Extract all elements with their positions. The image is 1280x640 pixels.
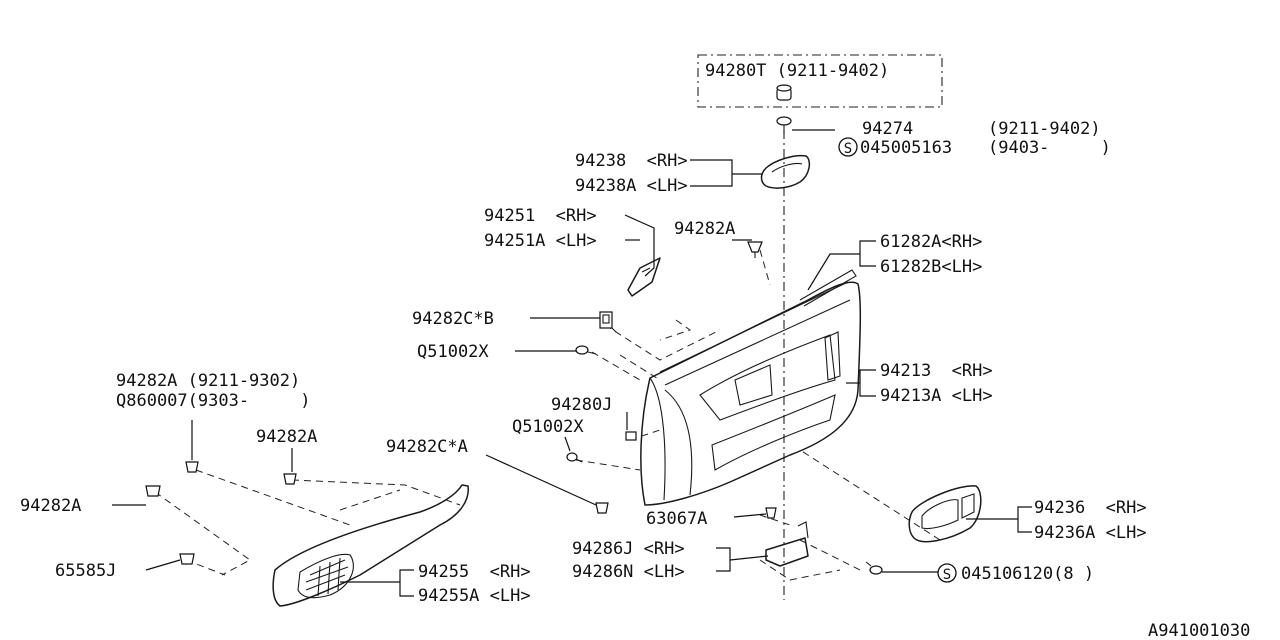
label-045106120: 045106120(8 ): [961, 564, 1094, 584]
clip-94282a-upper-icon: [747, 241, 763, 258]
part-94280t-box: [697, 54, 943, 108]
clip-94282cb-icon: [599, 311, 617, 333]
clip-94282ca-icon: [595, 502, 609, 514]
clip-94282a-left-b-icon: [283, 473, 297, 485]
label-q860007: Q860007(9303- ): [116, 391, 310, 411]
clip-94282a-left-c-icon: [145, 485, 161, 497]
label-94213a: 94213A <LH>: [880, 386, 993, 406]
label-94282a-top: 94282A: [674, 219, 735, 239]
svg-text:S: S: [943, 567, 951, 583]
label-94251: 94251 <RH>: [484, 206, 597, 226]
svg-text:S: S: [844, 141, 852, 157]
screw-045106120-icon: [865, 561, 883, 575]
label-94282cb: 94282C*B: [412, 309, 494, 329]
bezel-94236-icon: [908, 485, 982, 543]
label-94282a-left-date: 94282A (9211-9302): [116, 371, 300, 391]
label-q51002x-upper: Q51002X: [417, 342, 489, 362]
label-94255a: 94255A <LH>: [418, 586, 531, 606]
part-labels: 94280T (9211-9402) 94274 (9211-9402) 045…: [20, 61, 1250, 640]
label-61282a: 61282A<RH>: [880, 232, 982, 252]
clip-65585j-icon: [179, 553, 195, 565]
screw-q51002x-lower-icon: [566, 452, 583, 463]
label-94286j: 94286J <RH>: [572, 539, 685, 559]
door-trim-panel-94213: [640, 269, 862, 506]
label-94238a: 94238A <LH>: [575, 176, 688, 196]
label-q51002x-lower: Q51002X: [512, 417, 584, 437]
armrest-94255: [272, 484, 469, 607]
label-94236a: 94236A <LH>: [1034, 523, 1147, 543]
label-94282a-left-c: 94282A: [20, 496, 81, 516]
screw-94274-icon: [776, 116, 792, 134]
handle-cover-94238-icon: [760, 154, 811, 189]
bracket-94251-icon: [627, 257, 661, 297]
label-045005163: 045005163: [860, 138, 952, 158]
label-61282b: 61282B<LH>: [880, 257, 982, 277]
screw-mark-lower: S: [937, 563, 957, 583]
screw-q51002x-upper-icon: [575, 345, 597, 355]
label-65585j: 65585J: [55, 561, 116, 581]
diagram-id: A941001030: [1148, 621, 1250, 640]
label-94238: 94238 <RH>: [575, 151, 688, 171]
screw-mark-upper: S: [838, 137, 858, 157]
clip-63067a-icon: [765, 507, 777, 519]
label-94282ca: 94282C*A: [386, 437, 468, 457]
assembly-guide-lines: [154, 130, 941, 600]
leader-lines: [112, 129, 1032, 597]
label-94282a-left-b: 94282A: [256, 427, 317, 447]
label-94286n: 94286N <LH>: [572, 562, 685, 582]
label-94280j: 94280J: [551, 395, 612, 415]
label-045005163-date: (9403- ): [988, 138, 1111, 158]
label-94236: 94236 <RH>: [1034, 498, 1147, 518]
bracket-94286-icon: [765, 521, 809, 567]
label-94280t: 94280T (9211-9402): [705, 61, 889, 81]
clip-94282a-left-a-icon: [185, 461, 199, 473]
label-94274: 94274: [862, 119, 913, 139]
label-94274-date: (9211-9402): [988, 119, 1101, 139]
label-94255: 94255 <RH>: [418, 562, 531, 582]
label-94251a: 94251A <LH>: [484, 231, 597, 251]
clip-94280j-icon: [625, 431, 637, 441]
label-94213: 94213 <RH>: [880, 361, 993, 381]
label-63067a: 63067A: [646, 509, 707, 529]
